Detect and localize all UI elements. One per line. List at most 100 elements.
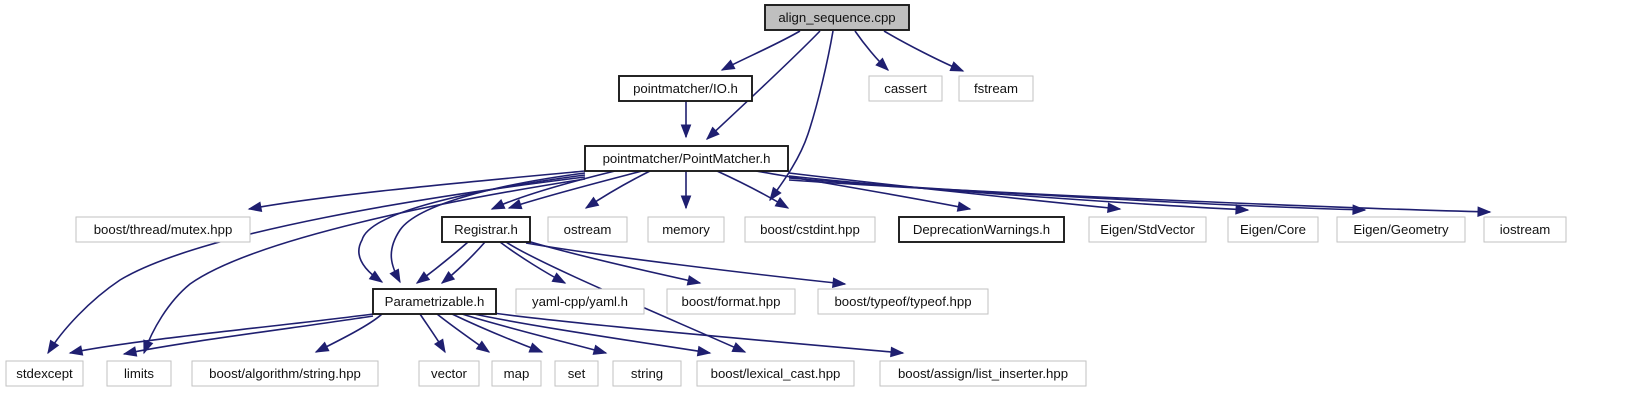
edge-pointmatcher-PointMatcher-h-to-ostream <box>584 170 651 209</box>
node-Registrar-h[interactable]: Registrar.h <box>441 216 531 243</box>
node-DeprecationWarnings-h[interactable]: DeprecationWarnings.h <box>898 216 1065 243</box>
node-box[interactable] <box>554 360 599 387</box>
node-box[interactable] <box>696 360 855 387</box>
edge-arrowhead <box>440 271 456 284</box>
edge-arrowhead <box>680 124 692 139</box>
nodes-layer: align_sequence.cpp pointmatcher/IO.h casse… <box>5 4 1567 387</box>
node-string[interactable]: string <box>612 360 682 387</box>
node-label: Eigen/StdVector <box>1100 222 1195 237</box>
node-label: pointmatcher/PointMatcher.h <box>603 151 771 166</box>
edge-arrowhead <box>584 196 600 209</box>
node-box[interactable] <box>744 216 876 243</box>
edge-arrowhead <box>507 199 523 210</box>
node-vector[interactable]: vector <box>418 360 480 387</box>
node-box[interactable] <box>584 145 789 172</box>
node-box[interactable] <box>612 360 682 387</box>
node-label: string <box>631 366 663 381</box>
node-boost-algorithm-string-hpp[interactable]: boost/algorithm/string.hpp <box>191 360 379 387</box>
edge-pointmatcher-PointMatcher-h-to-boost-thread-mutex-hpp <box>247 170 586 213</box>
edge-arrowhead <box>731 342 747 353</box>
node-box[interactable] <box>1336 216 1466 243</box>
node-boost-lexical-cast-hpp[interactable]: boost/lexical_cast.hpp <box>696 360 855 387</box>
edge-arrowhead <box>696 345 712 357</box>
node-label: set <box>568 366 586 381</box>
node-Eigen-Core[interactable]: Eigen/Core <box>1227 216 1319 243</box>
edge-arrowhead <box>956 201 972 212</box>
node-box[interactable] <box>441 216 531 243</box>
node-cassert[interactable]: cassert <box>868 75 943 102</box>
edge-Parametrizable-h-to-set <box>451 313 544 353</box>
edge-pointmatcher-PointMatcher-h-to-boost-cstdint-hpp <box>716 170 790 209</box>
node-boost-assign-list-inserter-hpp[interactable]: boost/assign/list_inserter.hpp <box>879 360 1087 387</box>
node-box[interactable] <box>958 75 1034 102</box>
node-pointmatcher-IO-h[interactable]: pointmatcher/IO.h <box>618 75 753 102</box>
edge-arrowhead <box>122 346 138 357</box>
edge-arrowhead <box>774 197 790 209</box>
edge-arrowhead <box>368 270 384 283</box>
edge-Parametrizable-h-to-boost-algorithm-string-hpp <box>314 313 383 353</box>
node-Parametrizable-h[interactable]: Parametrizable.h <box>372 288 497 315</box>
edge-arrowhead <box>705 126 720 140</box>
node-box[interactable] <box>1227 216 1319 243</box>
node-map[interactable]: map <box>491 360 542 387</box>
node-box[interactable] <box>1088 216 1207 243</box>
node-boost-cstdint-hpp[interactable]: boost/cstdint.hpp <box>744 216 876 243</box>
edge-path <box>485 311 904 354</box>
node-box[interactable] <box>372 288 497 315</box>
node-box[interactable] <box>647 216 725 243</box>
edge-arrowhead <box>1477 206 1492 218</box>
node-box[interactable] <box>491 360 542 387</box>
node-yaml-cpp-yaml-h[interactable]: yaml-cpp/yaml.h <box>515 288 645 315</box>
edge-path <box>788 175 1249 211</box>
edge-arrowhead <box>490 199 506 210</box>
node-fstream[interactable]: fstream <box>958 75 1034 102</box>
edge-Parametrizable-h-to-map <box>436 313 491 353</box>
edge-path <box>390 172 586 283</box>
edge-arrowhead <box>875 57 890 71</box>
node-pointmatcher-PointMatcher-h[interactable]: pointmatcher/PointMatcher.h <box>584 145 789 172</box>
node-box[interactable] <box>1483 216 1567 243</box>
node-Eigen-StdVector[interactable]: Eigen/StdVector <box>1088 216 1207 243</box>
node-box[interactable] <box>5 360 84 387</box>
node-box[interactable] <box>898 216 1065 243</box>
node-ostream[interactable]: ostream <box>547 216 628 243</box>
node-label: memory <box>662 222 710 237</box>
node-box[interactable] <box>106 360 172 387</box>
node-stdexcept[interactable]: stdexcept <box>5 360 84 387</box>
node-box[interactable] <box>515 288 645 315</box>
edge-Registrar-h-to-Parametrizable-h <box>440 241 486 284</box>
node-boost-typeof-typeof-hpp[interactable]: boost/typeof/typeof.hpp <box>817 288 989 315</box>
node-box[interactable] <box>191 360 379 387</box>
node-boost-format-hpp[interactable]: boost/format.hpp <box>666 288 796 315</box>
node-align-sequence-cpp[interactable]: align_sequence.cpp <box>764 4 910 31</box>
node-box[interactable] <box>879 360 1087 387</box>
node-iostream[interactable]: iostream <box>1483 216 1567 243</box>
node-box[interactable] <box>547 216 628 243</box>
node-label: yaml-cpp/yaml.h <box>532 294 628 309</box>
edge-Parametrizable-h-to-string <box>461 313 608 355</box>
node-memory[interactable]: memory <box>647 216 725 243</box>
edges-layer <box>47 30 1492 358</box>
node-box[interactable] <box>817 288 989 315</box>
edge-pointmatcher-PointMatcher-h-to-DeprecationWarnings-h <box>755 170 972 212</box>
node-box[interactable] <box>75 216 251 243</box>
node-limits[interactable]: limits <box>106 360 172 387</box>
node-set[interactable]: set <box>554 360 599 387</box>
node-box[interactable] <box>418 360 480 387</box>
node-label: map <box>504 366 530 381</box>
node-boost-thread-mutex-hpp[interactable]: boost/thread/mutex.hpp <box>75 216 251 243</box>
edge-arrowhead <box>1352 204 1367 215</box>
node-box[interactable] <box>618 75 753 102</box>
edge-align-sequence-cpp-to-pointmatcher-PointMatcher-h <box>769 30 834 202</box>
edge-arrowhead <box>389 268 401 284</box>
node-box[interactable] <box>764 4 910 31</box>
edge-arrowhead <box>1235 204 1250 215</box>
node-label: vector <box>431 366 468 381</box>
node-box[interactable] <box>868 75 943 102</box>
node-Eigen-Geometry[interactable]: Eigen/Geometry <box>1336 216 1466 243</box>
edge-arrowhead <box>1107 202 1122 214</box>
edge-arrowhead <box>475 340 491 353</box>
edge-pointmatcher-PointMatcher-h-to-Registrar-h <box>490 170 616 210</box>
node-box[interactable] <box>666 288 796 315</box>
